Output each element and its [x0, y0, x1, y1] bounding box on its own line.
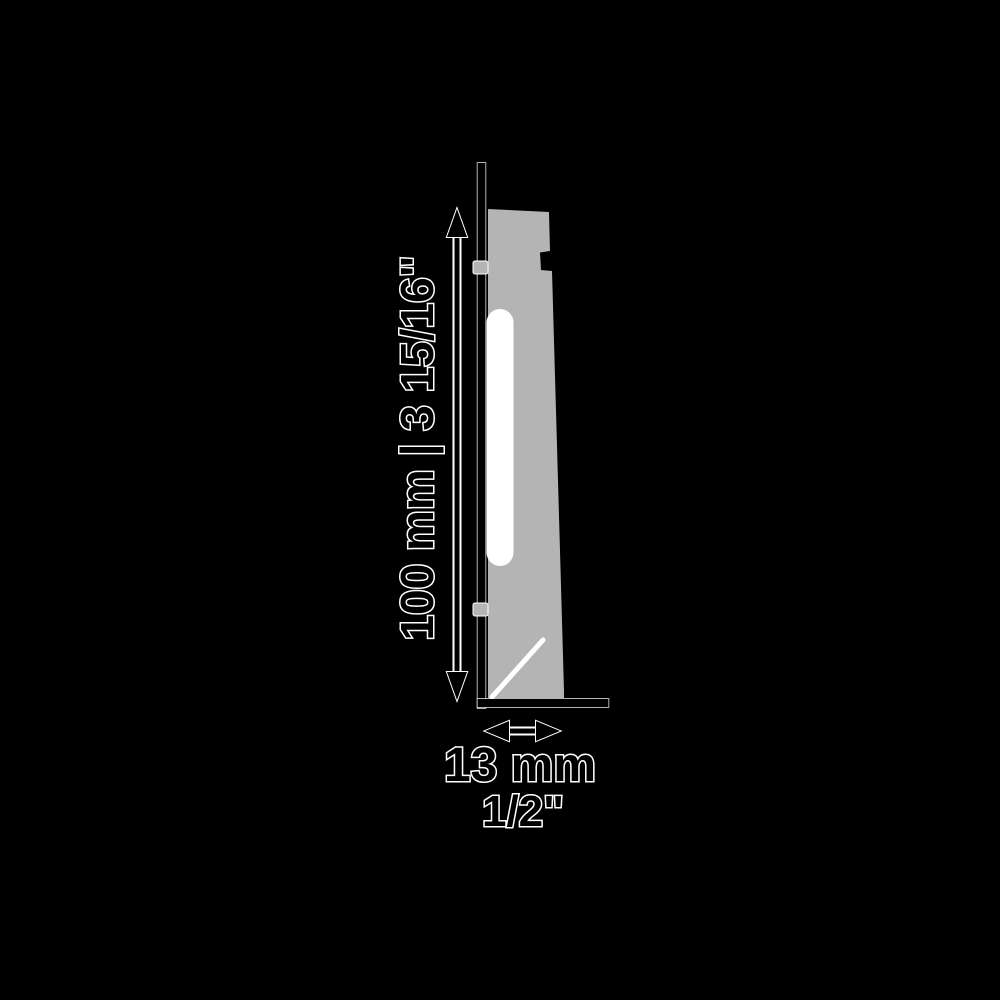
arrowhead-left-icon — [482, 719, 510, 743]
profile-bottom-groove — [489, 637, 546, 700]
width-dimension-arrow — [482, 719, 563, 743]
arrowhead-right-icon — [535, 719, 563, 743]
cable-slot — [486, 309, 514, 566]
floor-line — [476, 698, 610, 708]
clip-nub-top — [472, 260, 489, 275]
wall-line — [476, 162, 487, 709]
height-dimension-arrow — [445, 206, 469, 703]
arrowhead-down-icon — [445, 671, 469, 703]
clip-nub-bottom — [472, 602, 489, 617]
width-dimension-label-mm: 13 mm — [444, 739, 596, 792]
arrowhead-up-icon — [445, 206, 469, 238]
width-dimension-label-inch: 1/2" — [482, 787, 564, 836]
height-dimension-label: 100 mm | 3 15/16" — [391, 255, 443, 640]
